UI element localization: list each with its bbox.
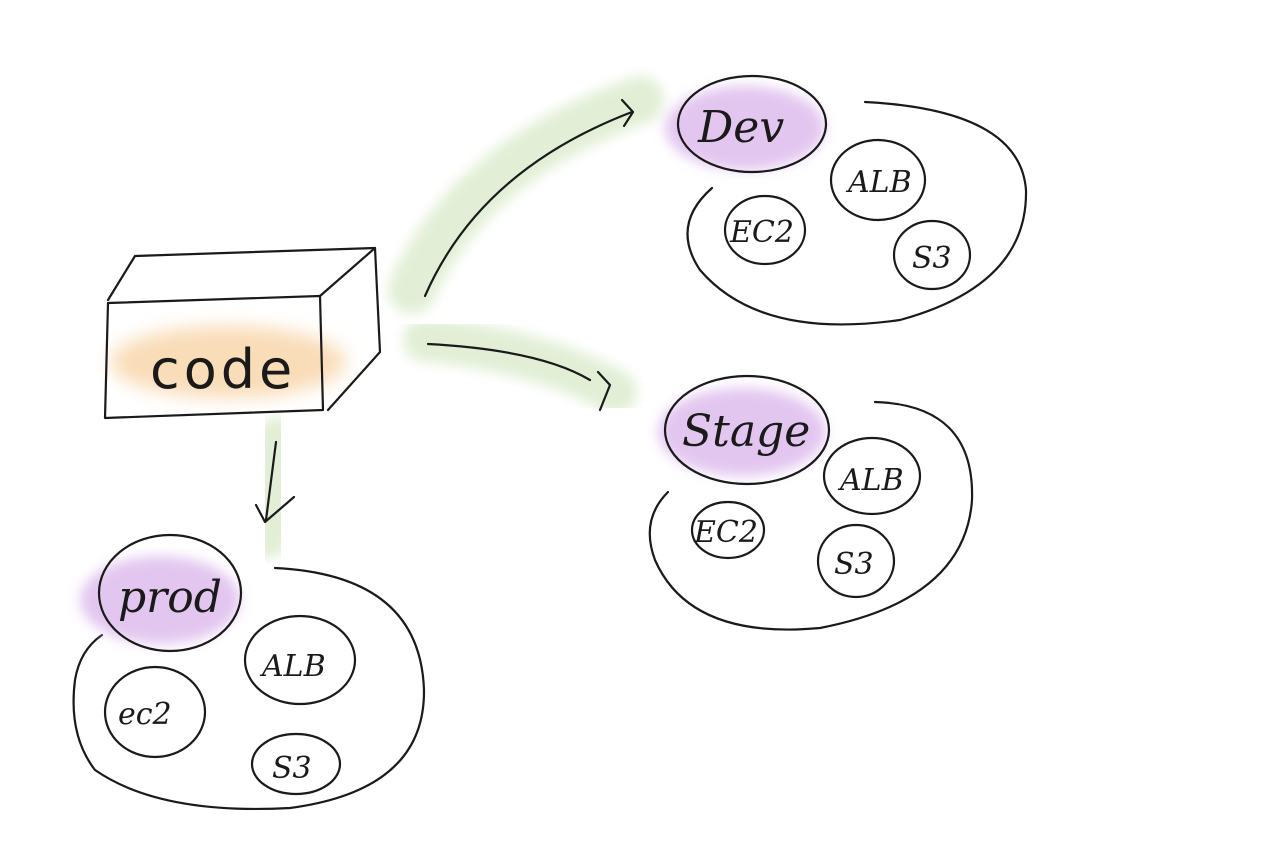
dev-s3-label: S3: [912, 241, 952, 276]
env-stage-highlight: [658, 388, 826, 476]
env-stage-boundary: [648, 400, 974, 631]
env-stage-label: Stage: [682, 406, 810, 457]
stage-s3-circle: [816, 523, 896, 599]
env-prod-highlight: [80, 556, 240, 644]
prod-ec2-circle: [103, 665, 207, 759]
prod-alb-circle: [243, 614, 357, 706]
code-box-side: [326, 246, 382, 412]
arrows: [254, 98, 635, 524]
dev-s3-circle: [892, 219, 972, 291]
stage-ec2-label: EC2: [693, 515, 758, 550]
dev-alb-label: ALB: [845, 165, 912, 200]
prod-s3-circle: [250, 732, 342, 796]
arrow-to-prod: [264, 440, 278, 522]
env-dev-highlight: [665, 86, 825, 170]
arrow-to-stage: [426, 342, 592, 382]
code-label: code: [150, 338, 296, 401]
prod-s3-label: S3: [272, 751, 312, 786]
dev-alb-circle: [829, 138, 927, 222]
env-prod: prod ALB ec2 S3: [72, 533, 426, 811]
env-stage-label-circle: [663, 374, 831, 486]
prod-alb-label: ALB: [259, 649, 326, 684]
arrow-to-dev: [423, 110, 634, 298]
arrow-to-stage-head: [596, 370, 612, 412]
arrow-to-prod-head: [254, 495, 296, 524]
env-prod-label: prod: [118, 572, 222, 623]
env-dev-label: Dev: [697, 102, 784, 153]
env-dev-boundary: [686, 100, 1028, 326]
prod-ec2-label: ec2: [118, 697, 172, 732]
arrow-highlight-stage: [403, 318, 637, 414]
code-box-front: [103, 294, 325, 420]
code-highlight: [110, 326, 346, 398]
dev-ec2-circle: [723, 194, 807, 266]
stage-s3-label: S3: [834, 547, 874, 582]
code-box: code: [103, 246, 382, 420]
code-box-top: [106, 246, 377, 302]
dev-ec2-label: EC2: [729, 215, 794, 250]
stage-alb-circle: [822, 436, 922, 516]
arrow-to-dev-head: [620, 98, 635, 128]
stage-ec2-circle: [690, 500, 766, 560]
env-dev-label-circle: [676, 74, 828, 174]
arrow-highlights: [245, 76, 664, 558]
env-dev: Dev ALB EC2 S3: [665, 74, 1028, 326]
arrow-highlight-dev: [388, 76, 664, 314]
env-prod-label-circle: [97, 533, 243, 653]
stage-alb-label: ALB: [837, 463, 904, 498]
env-prod-boundary: [72, 566, 426, 811]
env-stage: Stage ALB EC2 S3: [648, 374, 974, 631]
